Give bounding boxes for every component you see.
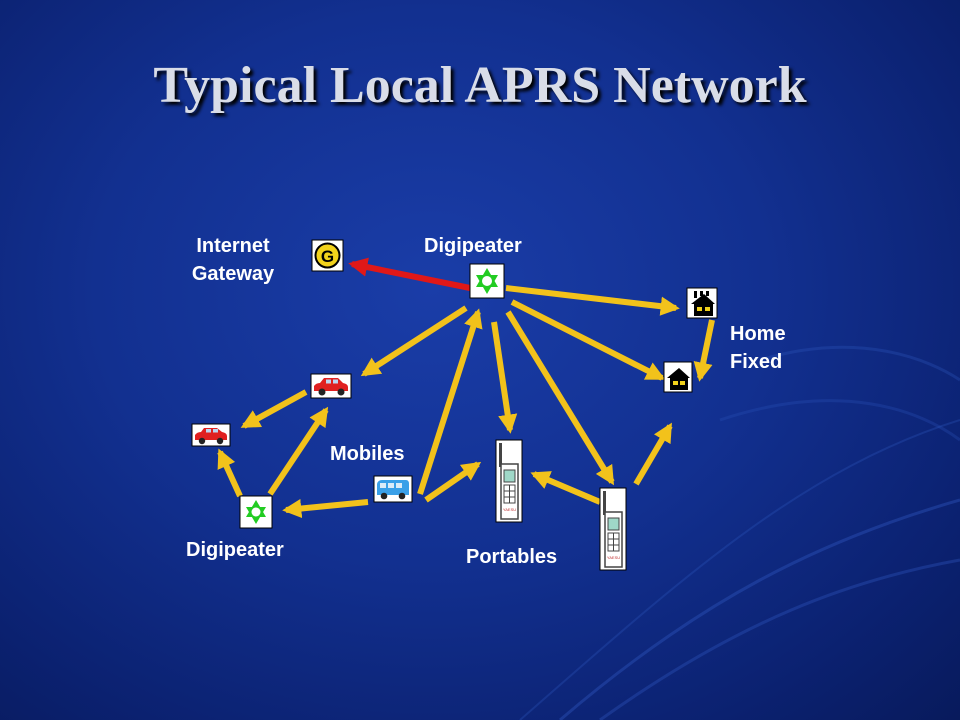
link-portable-right-to-portable-left: [530, 471, 602, 505]
digipeater-top-icon: [469, 263, 505, 299]
home-fixed-label-line1: Home: [730, 323, 786, 345]
internet-gateway-icon: G: [311, 239, 344, 272]
links: [217, 257, 715, 519]
home-fixed-label: Home Fixed: [730, 320, 786, 376]
page-title: Typical Local APRS Network: [153, 57, 807, 114]
link-home-top-to-home-bottom: [693, 319, 715, 382]
link-digipeater-bottom-to-car-top: [267, 406, 329, 496]
link-digipeater-to-car-top: [360, 305, 468, 377]
link-van-to-digipeater-bottom: [282, 498, 369, 519]
home-bottom-icon: [663, 361, 693, 393]
portable-right-brand: YAESU: [607, 555, 620, 560]
link-digipeater-to-home-top: [505, 285, 680, 316]
link-van-to-portable-left: [424, 461, 482, 503]
link-digipeater-to-home-bottom: [510, 299, 666, 381]
mobiles-label: Mobiles: [330, 443, 405, 465]
internet-gateway-label-line2: Gateway: [191, 263, 275, 285]
home-top-icon: [686, 287, 718, 319]
link-digipeater-bottom-to-car-left: [217, 448, 243, 498]
digipeater-bottom-label: Digipeater: [186, 539, 284, 561]
portable-left-brand: YAESU: [503, 507, 516, 512]
link-van-to-digipeater: [417, 308, 483, 495]
link-digipeater-to-portable-left: [491, 321, 518, 434]
portable-left-icon: YAESU: [495, 439, 523, 523]
digipeater-top-label: Digipeater: [424, 235, 522, 257]
link-car-top-to-car-left: [240, 389, 308, 429]
gateway-letter: G: [321, 247, 334, 266]
internet-gateway-label-line1: Internet: [196, 235, 270, 257]
link-digipeater-to-gateway: [348, 257, 471, 291]
car-top-icon: [310, 373, 352, 399]
internet-gateway-label: Internet Gateway: [185, 232, 281, 288]
link-portable-right-to-home-bottom: [633, 422, 673, 486]
van-icon: [373, 475, 413, 503]
portables-label: Portables: [466, 546, 558, 568]
portable-right-icon: YAESU: [599, 487, 627, 571]
link-digipeater-to-portable-right: [505, 310, 615, 486]
digipeater-bottom-icon: [239, 495, 273, 529]
car-left-icon: [191, 423, 231, 447]
home-fixed-label-line2: Fixed: [730, 351, 783, 373]
